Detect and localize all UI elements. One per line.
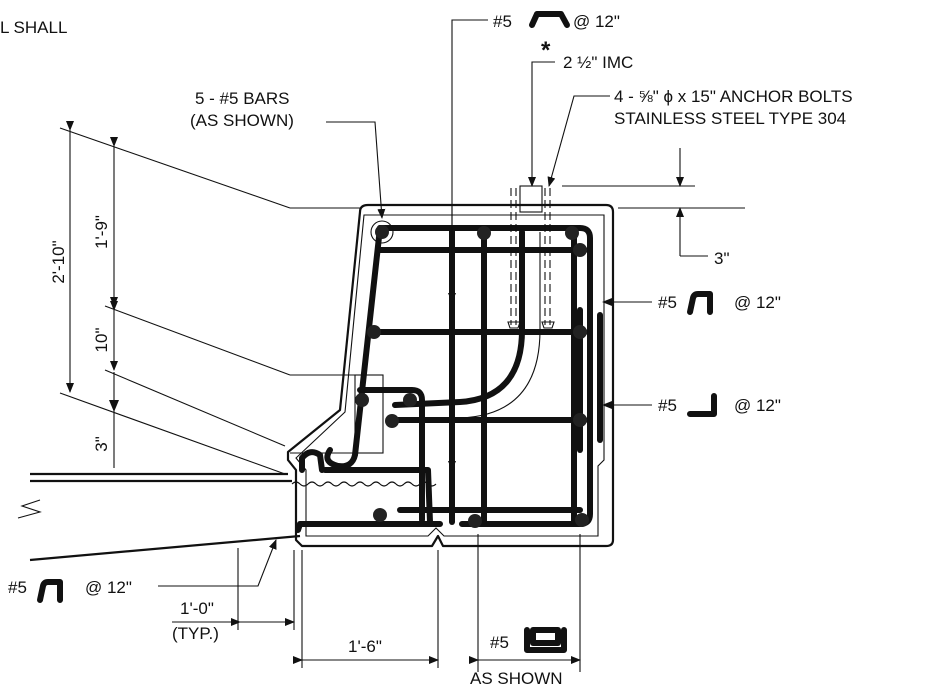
dim-upper-height: 1'-9"	[92, 215, 111, 249]
bar-right-lower-symbol	[687, 393, 717, 417]
left-dimensions	[59, 121, 360, 475]
anchor-bolts-label: 4 - ⅝" ϕ x 15" ANCHOR BOLTS	[614, 87, 853, 106]
dim-total-height: 2'-10"	[49, 240, 68, 283]
conduit-mark: *	[541, 37, 551, 64]
bar-bottom-left-label: #5	[8, 578, 27, 597]
stirrup-top-spacing: @ 12"	[573, 12, 620, 31]
bar-bottom-left-symbol	[37, 579, 63, 603]
anchor-bolts-material: STAINLESS STEEL TYPE 304	[614, 109, 846, 128]
dim-typ-value: 1'-0"	[180, 599, 214, 618]
bar-right-upper-label: #5	[658, 293, 677, 312]
dim-low-height: 3"	[92, 436, 111, 452]
bar-right-lower-label: #5	[658, 396, 677, 415]
bar-bottom-u-label: #5	[490, 633, 509, 652]
conduit-label: 2 ½" IMC	[563, 53, 633, 72]
dim-typ-note: (TYP.)	[172, 624, 219, 643]
reinforcement	[295, 225, 603, 533]
bar-bottom-u-symbol	[524, 627, 567, 653]
bar-right-lower-spacing: @ 12"	[734, 396, 781, 415]
dim-top-cover: 3"	[714, 249, 730, 268]
bar-bottom-left-spacing: @ 12"	[85, 578, 132, 597]
bar-bottom-u-note: AS SHOWN	[470, 669, 563, 688]
bar-right-upper-spacing: @ 12"	[734, 293, 781, 312]
barrier-outline	[286, 203, 615, 548]
stirrup-top-symbol	[529, 11, 570, 28]
top-left-note: L SHALL	[0, 18, 67, 37]
dim-mid-height: 10"	[92, 328, 111, 353]
stirrup-top-label: #5	[493, 12, 512, 31]
long-bars-note: (AS SHOWN)	[190, 111, 294, 130]
deck-slab	[17, 472, 301, 562]
bar-right-upper-symbol	[687, 291, 713, 315]
long-bars-label: 5 - #5 BARS	[195, 89, 290, 108]
anchor-bolts	[507, 185, 555, 329]
dim-width: 1'-6"	[348, 637, 382, 656]
joint-line	[291, 481, 437, 487]
rebar-sections	[355, 220, 589, 528]
